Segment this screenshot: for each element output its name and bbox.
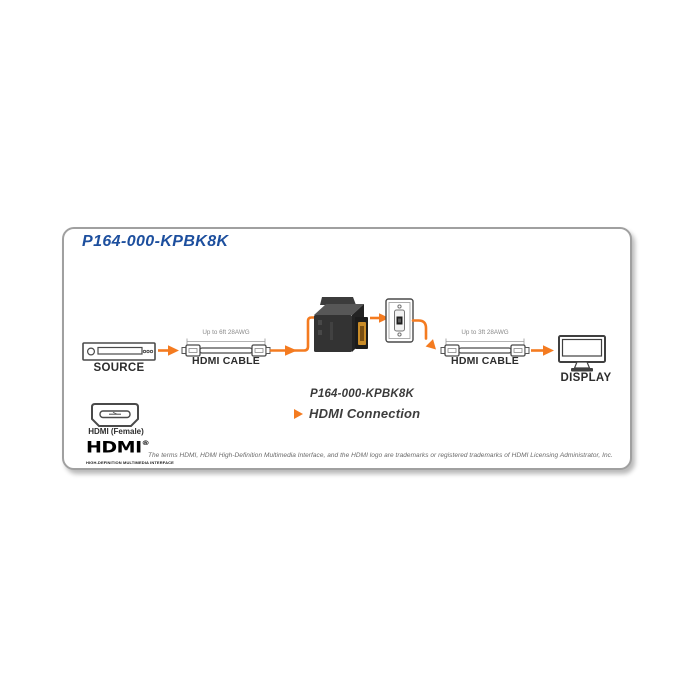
orange-flow-arrow-icon [411, 319, 436, 350]
cable-right-name-label: HDMI CABLE [451, 355, 519, 367]
connection-triangle-icon [294, 408, 303, 419]
cable-right-length-label: Up to 3ft 28AWG [461, 329, 509, 336]
source-device-icon [82, 342, 156, 361]
hdmi-connection-row: HDMI Connection [294, 406, 420, 421]
cable-left-length-label: Up to 6ft 28AWG [202, 329, 250, 336]
product-model-caption: P164-000-KPBK8K [310, 388, 414, 400]
keystone-wall-plate-icon [385, 298, 414, 343]
source-label: SOURCE [93, 362, 145, 374]
hdmi-female-connector-icon [91, 403, 139, 427]
hdmi-cable-right-icon [440, 338, 530, 357]
hdmi-female-label: HDMI (Female) [88, 427, 144, 436]
hdmi-cable-left-icon [181, 338, 271, 357]
connection-label: HDMI Connection [309, 406, 421, 421]
orange-flow-arrow-icon [269, 316, 318, 356]
keystone-hdmi-coupler-icon [314, 297, 368, 352]
orange-flow-arrow-icon [370, 313, 389, 323]
orange-flow-arrow-icon [531, 345, 554, 356]
trademark-notice: The terms HDMI, HDMI High-Definition Mul… [148, 452, 613, 459]
cable-left-name-label: HDMI CABLE [192, 355, 260, 367]
hdmi-logo-caption: HIGH-DEFINITION MULTIMEDIA INTERFACE [86, 460, 174, 465]
product-model-title: P164-000-KPBK8K [82, 233, 229, 250]
connection-diagram [82, 297, 606, 427]
product-diagram-card: P164-000-KPBK8K [62, 227, 632, 470]
hdmi-logo-word: HDMI [86, 438, 142, 457]
display-label: DISPLAY [560, 372, 612, 384]
display-monitor-icon [558, 335, 606, 372]
hdmi-logo-registered-mark: ® [141, 439, 150, 447]
hdmi-logo: HDMI® [86, 440, 150, 456]
orange-flow-arrow-icon [158, 345, 179, 356]
